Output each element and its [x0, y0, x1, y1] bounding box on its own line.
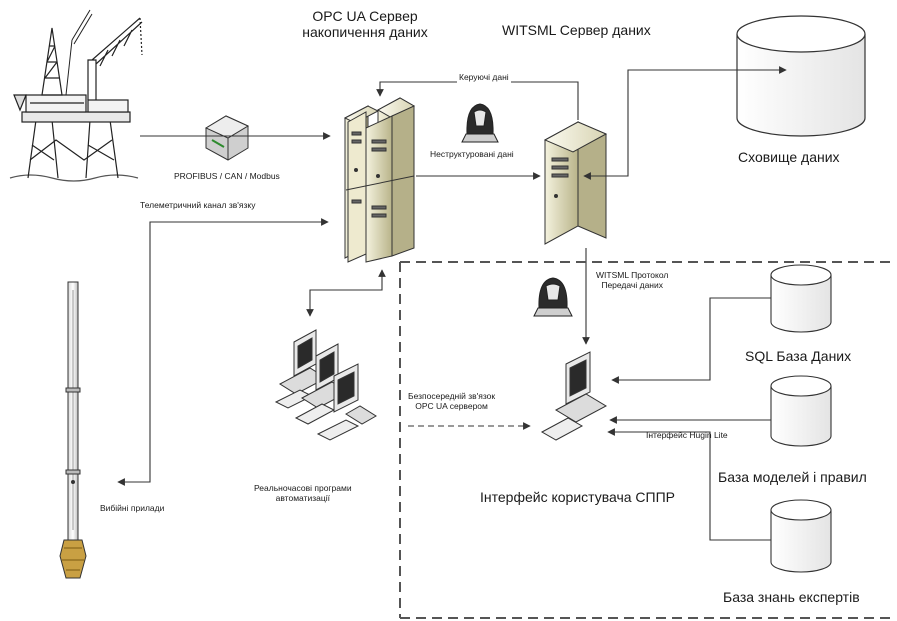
witsml-server-icon — [543, 121, 608, 245]
telemetry-label: Телеметричний канал зв'язку — [140, 200, 256, 210]
witsml-protocol-line1: WITSML Протокол — [596, 270, 669, 280]
dss-user-interface-label: Інтерфейс користувача СППР — [480, 489, 676, 505]
realtime-programs-line1: Реальночасові програми — [254, 483, 352, 493]
unstructured-data-label: Неструктуровані дані — [430, 149, 514, 159]
opc-ua-server-icon — [343, 97, 416, 263]
witsml-protocol-line2: Передачі даних — [601, 279, 663, 290]
data-warehouse-cylinder-icon — [736, 15, 866, 137]
opc-server-title-line2: накопичення даних — [302, 24, 428, 41]
control-data-label: Керуючі дані — [457, 72, 511, 83]
direct-link-line2: OPC UA сервером — [415, 400, 488, 411]
oil-platform-icon — [9, 9, 143, 182]
downhole-tool-icon — [59, 281, 87, 579]
data-warehouse-label: Сховище даних — [738, 149, 840, 165]
workstations-icon — [274, 329, 377, 441]
hugin-interface-label: Інтерфейс Hugin Lite — [646, 430, 728, 440]
direct-link-label: Безпосередній зв'язок OPC UA сервером — [408, 391, 496, 412]
experts-database-cylinder-icon — [770, 499, 832, 573]
realtime-programs-label: Реальночасові програми автоматизації — [254, 483, 352, 504]
experts-database-label: База знань експертів — [723, 589, 860, 605]
direct-link-line1: Безпосередній зв'язок — [408, 391, 496, 401]
security-figure-icon — [461, 103, 499, 143]
witsml-server-title: WITSML Сервер даних — [502, 22, 651, 38]
opc-server-title: OPC UA Сервер накопичення даних — [300, 8, 430, 40]
dss-boundary — [399, 261, 895, 619]
witsml-protocol-label: WITSML Протокол Передачі даних — [596, 270, 669, 291]
connection-lines — [117, 66, 787, 541]
sql-database-label: SQL База Даних — [745, 348, 852, 364]
sql-database-cylinder-icon — [770, 264, 832, 333]
realtime-programs-line2: автоматизації — [275, 492, 330, 503]
downhole-instruments-label: Вибійні прилади — [100, 503, 165, 513]
fieldbus-gateway-icon — [204, 115, 250, 161]
security-figure-icon — [533, 277, 573, 317]
dss-workstation-icon — [540, 351, 608, 441]
models-database-label: База моделей і правил — [718, 469, 867, 485]
fieldbus-label: PROFIBUS / CAN / Modbus — [174, 171, 280, 181]
models-database-cylinder-icon — [770, 375, 832, 447]
opc-server-title-line1: OPC UA Сервер — [312, 8, 418, 24]
